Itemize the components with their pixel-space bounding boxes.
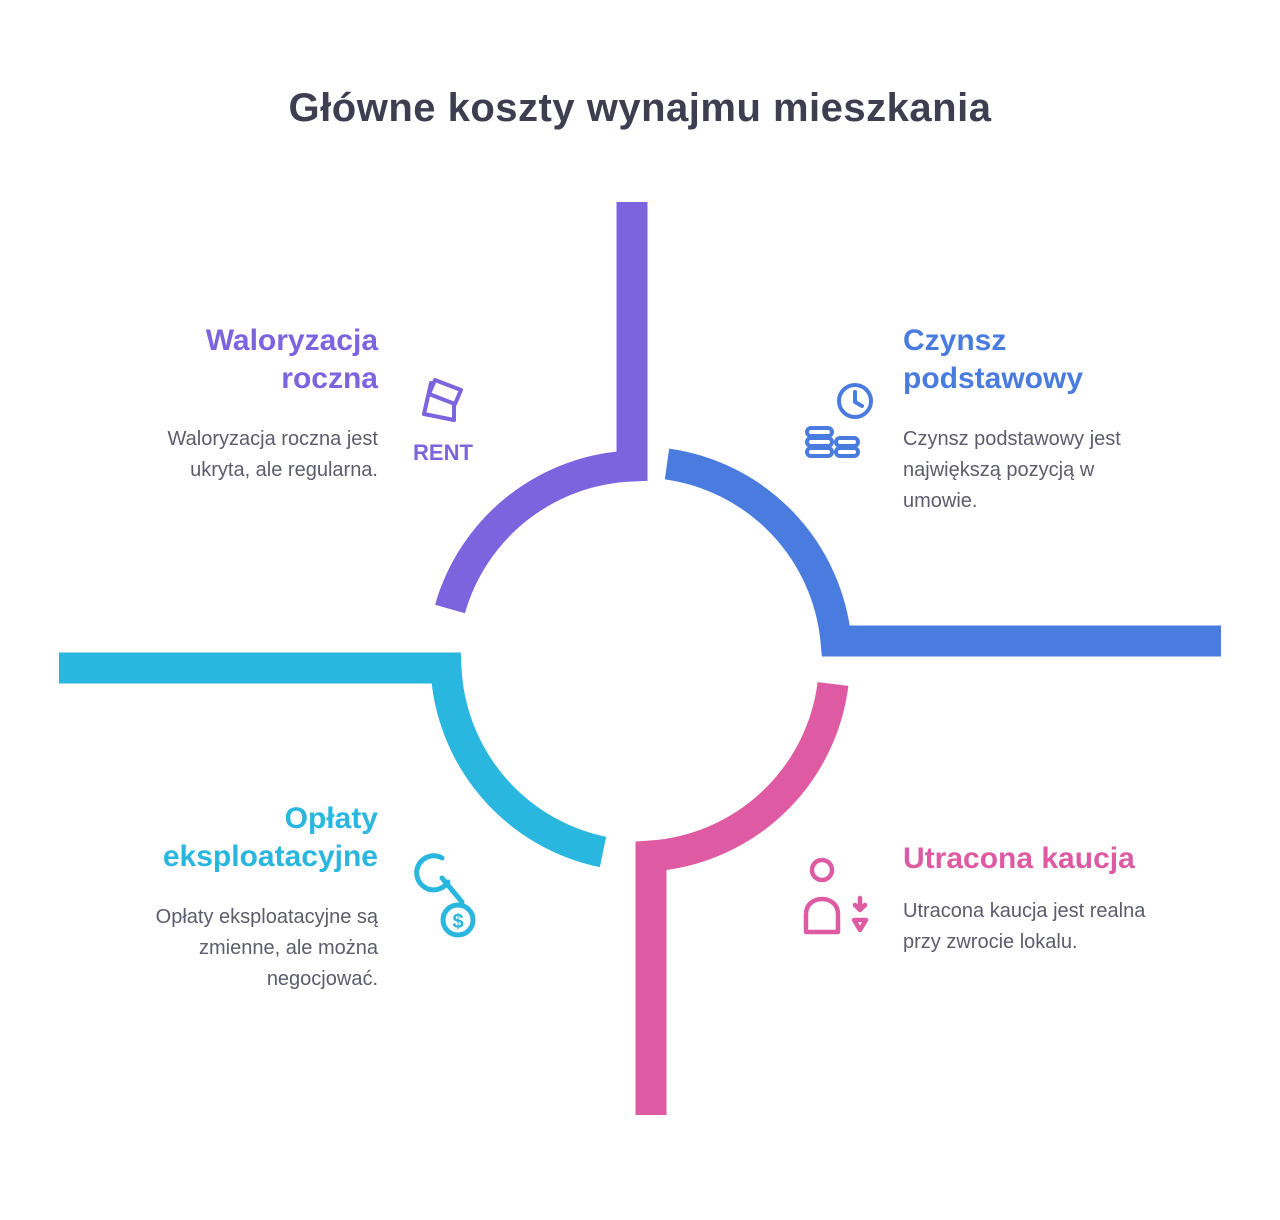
heading-waloryzacja-roczna: Waloryzacja roczna bbox=[205, 324, 378, 395]
body-oplaty-eksploatacyjne: Opłaty eksploatacyjne są zmienne, ale mo… bbox=[155, 906, 378, 990]
segment-purple bbox=[427, 202, 655, 616]
tenant-loss-icon bbox=[794, 848, 886, 948]
page-title: Główne koszty wynajmu mieszkania bbox=[288, 86, 992, 130]
body-utracona-kaucja: Utracona kaucja jest realna przy zwrocie… bbox=[903, 900, 1146, 953]
rent-icon-label: RENT bbox=[413, 440, 473, 465]
rent-sign-icon: RENT bbox=[402, 370, 484, 472]
heading-utracona-kaucja: Utracona kaucja bbox=[903, 842, 1135, 875]
wrench-coin-icon: $ bbox=[398, 848, 490, 948]
segment-blue bbox=[663, 441, 1221, 664]
segment-cyan bbox=[59, 645, 609, 875]
body-czynsz-podstawowy: Czynsz podstawowy jest największą pozycj… bbox=[903, 428, 1121, 512]
coin-dollar-label: $ bbox=[452, 911, 463, 933]
heading-czynsz-podstawowy: Czynsz podstawowy bbox=[903, 324, 1084, 395]
segment-pink bbox=[628, 680, 856, 1115]
heading-oplaty-eksploatacyjne: Opłaty eksploatacyjne bbox=[162, 802, 378, 873]
body-waloryzacja-roczna: Waloryzacja roczna jest ukryta, ale regu… bbox=[167, 428, 378, 481]
coins-clock-icon bbox=[798, 376, 886, 466]
